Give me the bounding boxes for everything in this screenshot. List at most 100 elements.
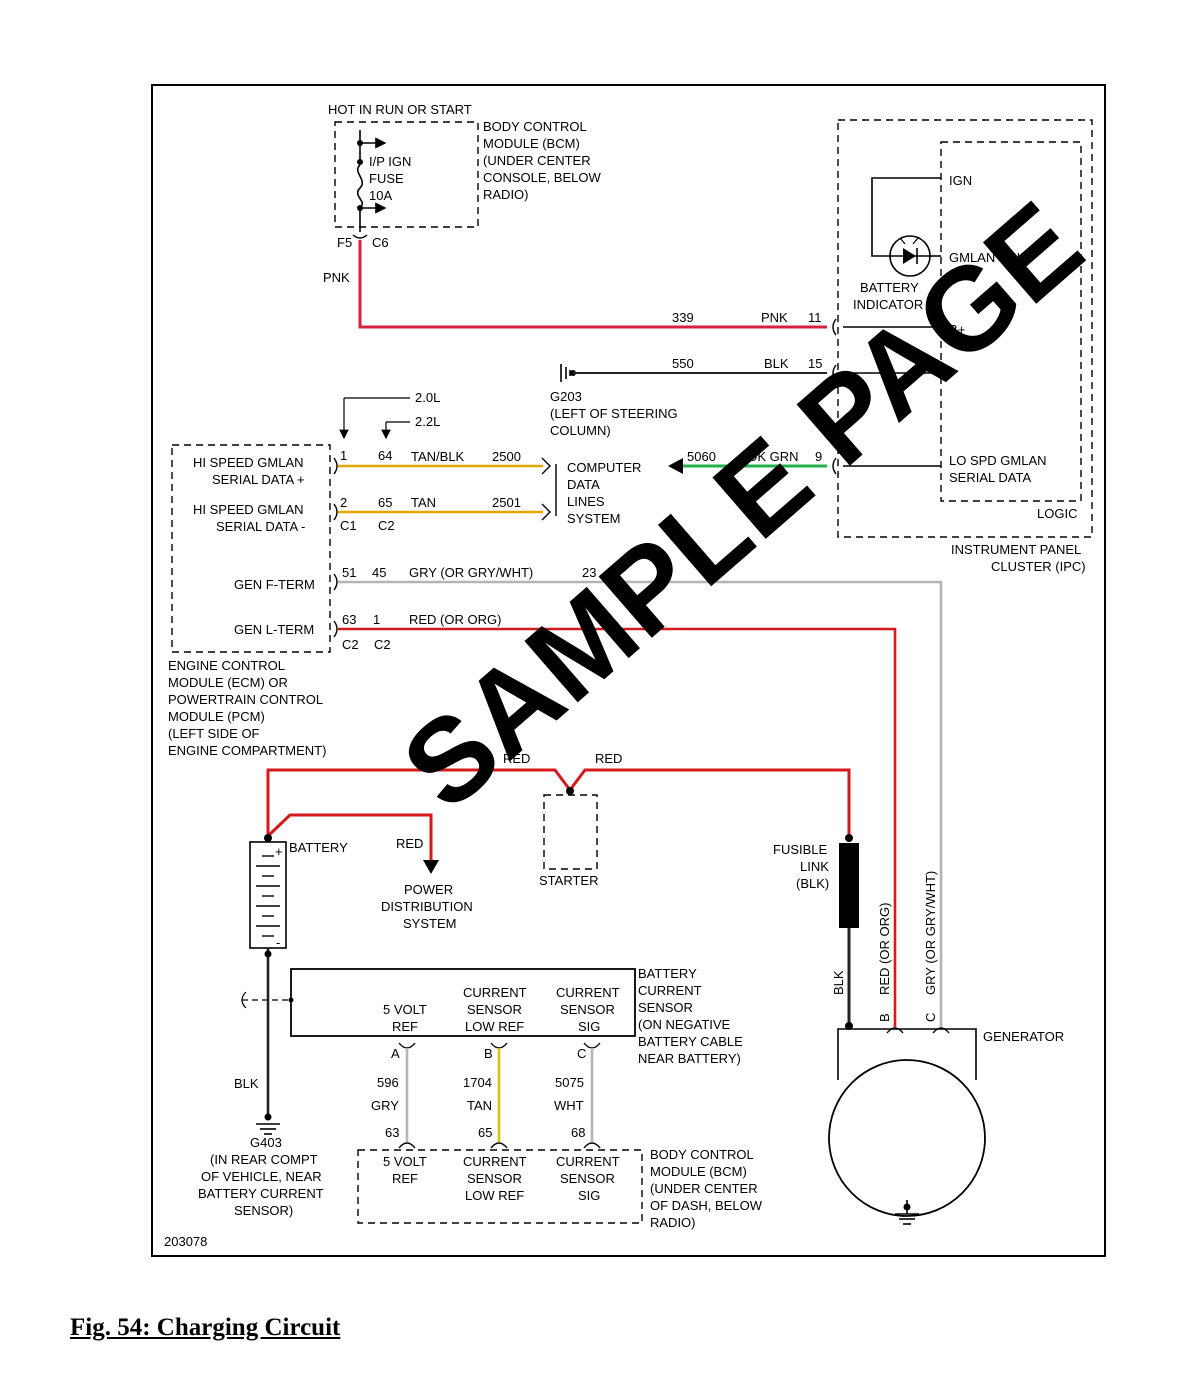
computer-data-lines-label: COMPUTER DATA LINES SYSTEM xyxy=(567,460,641,526)
c2501-pin-a: 2 xyxy=(340,495,347,510)
wire-red-power-dist xyxy=(266,813,433,860)
svg-text:SENSOR: SENSOR xyxy=(638,1000,693,1015)
svg-text:MODULE (ECM) OR: MODULE (ECM) OR xyxy=(168,675,288,690)
c2500-num: 2500 xyxy=(492,449,521,464)
lterm-pin-a: 63 xyxy=(342,612,356,627)
ecm-conn-c2-a: C2 xyxy=(342,637,359,652)
ecm-gen-l-label: GEN L-TERM xyxy=(234,622,314,637)
svg-text:ENGINE COMPARTMENT): ENGINE COMPARTMENT) xyxy=(168,743,326,758)
svg-text:INSTRUMENT PANEL: INSTRUMENT PANEL xyxy=(951,542,1081,557)
svg-text:LOW REF: LOW REF xyxy=(465,1019,524,1034)
svg-text:SENSOR): SENSOR) xyxy=(234,1203,293,1218)
svg-text:HI SPEED GMLAN: HI SPEED GMLAN xyxy=(193,455,304,470)
svg-text:MODULE (BCM): MODULE (BCM) xyxy=(483,136,580,151)
svg-text:BATTERY: BATTERY xyxy=(638,966,697,981)
bcm-top-box xyxy=(334,121,479,228)
c23-color: GRY (OR GRY/WHT) xyxy=(409,565,533,580)
svg-text:(UNDER CENTER: (UNDER CENTER xyxy=(650,1181,758,1196)
bcs-sig-label: CURRENT SENSOR SIG xyxy=(556,985,620,1034)
red-label-3: RED xyxy=(396,836,423,851)
ipc-ign-label: IGN xyxy=(949,173,972,188)
svg-text:DISTRIBUTION: DISTRIBUTION xyxy=(381,899,473,914)
c2501-num: 2501 xyxy=(492,495,521,510)
w1704-pin: 65 xyxy=(478,1125,492,1140)
svg-text:POWERTRAIN CONTROL: POWERTRAIN CONTROL xyxy=(168,692,323,707)
svg-text:LINK: LINK xyxy=(800,859,829,874)
svg-text:BATTERY CURRENT: BATTERY CURRENT xyxy=(198,1186,324,1201)
svg-text:G203: G203 xyxy=(550,389,582,404)
diagram-frame xyxy=(151,84,1106,1257)
svg-text:SIG: SIG xyxy=(578,1188,600,1203)
ecm-connector-gen-l xyxy=(333,620,338,638)
ipc-name: INSTRUMENT PANEL CLUSTER (IPC) xyxy=(951,542,1086,574)
w5075-pin: 68 xyxy=(571,1125,585,1140)
c23-pin-b: 45 xyxy=(372,565,386,580)
w596-pin: 63 xyxy=(385,1125,399,1140)
ipc-internal-wires xyxy=(843,326,941,467)
svg-text:SERIAL DATA -: SERIAL DATA - xyxy=(216,519,305,534)
generator-connectors xyxy=(886,1027,950,1034)
circuit-5060-color: DK GRN xyxy=(748,449,799,464)
c2500-pin-a: 1 xyxy=(340,448,347,463)
battery-label: BATTERY xyxy=(289,840,348,855)
svg-text:CURRENT: CURRENT xyxy=(556,985,620,1000)
ipc-logic-label: LOGIC xyxy=(1037,506,1077,521)
ipc-logic-box xyxy=(940,141,1082,502)
ecm-hi-speed-minus-label: HI SPEED GMLAN SERIAL DATA - xyxy=(193,502,305,534)
svg-text:BODY CONTROL: BODY CONTROL xyxy=(650,1147,754,1162)
svg-text:(LEFT OF STEERING: (LEFT OF STEERING xyxy=(550,406,678,421)
bcm-bottom-pin-connectors xyxy=(398,1142,601,1149)
fusible-link-symbol xyxy=(839,843,859,1030)
svg-text:LO SPD GMLAN: LO SPD GMLAN xyxy=(949,453,1047,468)
sample-page-watermark: SAMPLE PAGE xyxy=(378,177,1106,834)
svg-text:+: + xyxy=(275,844,283,859)
variant-2-0l: 2.0L xyxy=(415,390,440,405)
svg-text:LINES: LINES xyxy=(567,494,605,509)
svg-text:5 VOLT: 5 VOLT xyxy=(383,1002,427,1017)
ipc-connector-15 xyxy=(832,364,837,382)
ipc-lo-spd-label: LO SPD GMLAN SERIAL DATA xyxy=(949,453,1047,485)
svg-text:SYSTEM: SYSTEM xyxy=(567,511,620,526)
bcm-top-name: BODY CONTROL MODULE (BCM) (UNDER CENTER … xyxy=(483,119,601,202)
red-label-1: RED xyxy=(503,751,530,766)
pnk-wire-label: PNK xyxy=(323,270,350,285)
g203-label: G203 (LEFT OF STEERING COLUMN) xyxy=(550,389,678,438)
bcs-pin-a: A xyxy=(391,1046,400,1061)
bcs-low-ref-label: CURRENT SENSOR LOW REF xyxy=(463,985,527,1034)
fusible-link-node xyxy=(845,834,853,842)
svg-text:MODULE (BCM): MODULE (BCM) xyxy=(650,1164,747,1179)
svg-text:BODY CONTROL: BODY CONTROL xyxy=(483,119,587,134)
svg-text:10A: 10A xyxy=(369,188,392,203)
circuit-550-num: 550 xyxy=(672,356,694,371)
svg-text:SERIAL DATA +: SERIAL DATA + xyxy=(212,472,305,487)
computer-data-bracket xyxy=(541,457,557,521)
ecm-name: ENGINE CONTROL MODULE (ECM) OR POWERTRAI… xyxy=(168,658,326,758)
ipc-connector-11 xyxy=(832,318,837,336)
svg-text:CURRENT: CURRENT xyxy=(463,1154,527,1169)
battery-negative-node xyxy=(264,950,272,958)
w5075-num: 5075 xyxy=(555,1075,584,1090)
battery-symbol: + - xyxy=(249,841,287,950)
svg-text:SENSOR: SENSOR xyxy=(560,1002,615,1017)
bcs-ref-label: 5 VOLT REF xyxy=(383,1002,427,1034)
c2501-pin-b: 65 xyxy=(378,495,392,510)
svg-text:HI SPEED GMLAN: HI SPEED GMLAN xyxy=(193,502,304,517)
generator-symbol xyxy=(828,1028,986,1225)
gen-wire-gry-label: GRY (OR GRY/WHT) xyxy=(923,871,938,995)
svg-text:OF VEHICLE, NEAR: OF VEHICLE, NEAR xyxy=(201,1169,322,1184)
gen-wire-red-label: RED (OR ORG) xyxy=(877,903,892,995)
ecm-conn-c1: C1 xyxy=(340,518,357,533)
hot-in-run-label: HOT IN RUN OR START xyxy=(328,102,472,117)
grn-arrow xyxy=(668,458,683,474)
circuit-339-pin: 11 xyxy=(808,310,822,325)
svg-text:SENSOR: SENSOR xyxy=(467,1002,522,1017)
svg-text:REF: REF xyxy=(392,1019,418,1034)
ecm-box xyxy=(171,444,331,653)
power-dist-arrow xyxy=(423,860,439,874)
ecm-gen-f-label: GEN F-TERM xyxy=(234,577,315,592)
c23-num: 23 xyxy=(582,565,596,580)
svg-text:SIG: SIG xyxy=(578,1019,600,1034)
bcs-pin-c: C xyxy=(577,1046,586,1061)
pin-c6: C6 xyxy=(372,235,389,250)
